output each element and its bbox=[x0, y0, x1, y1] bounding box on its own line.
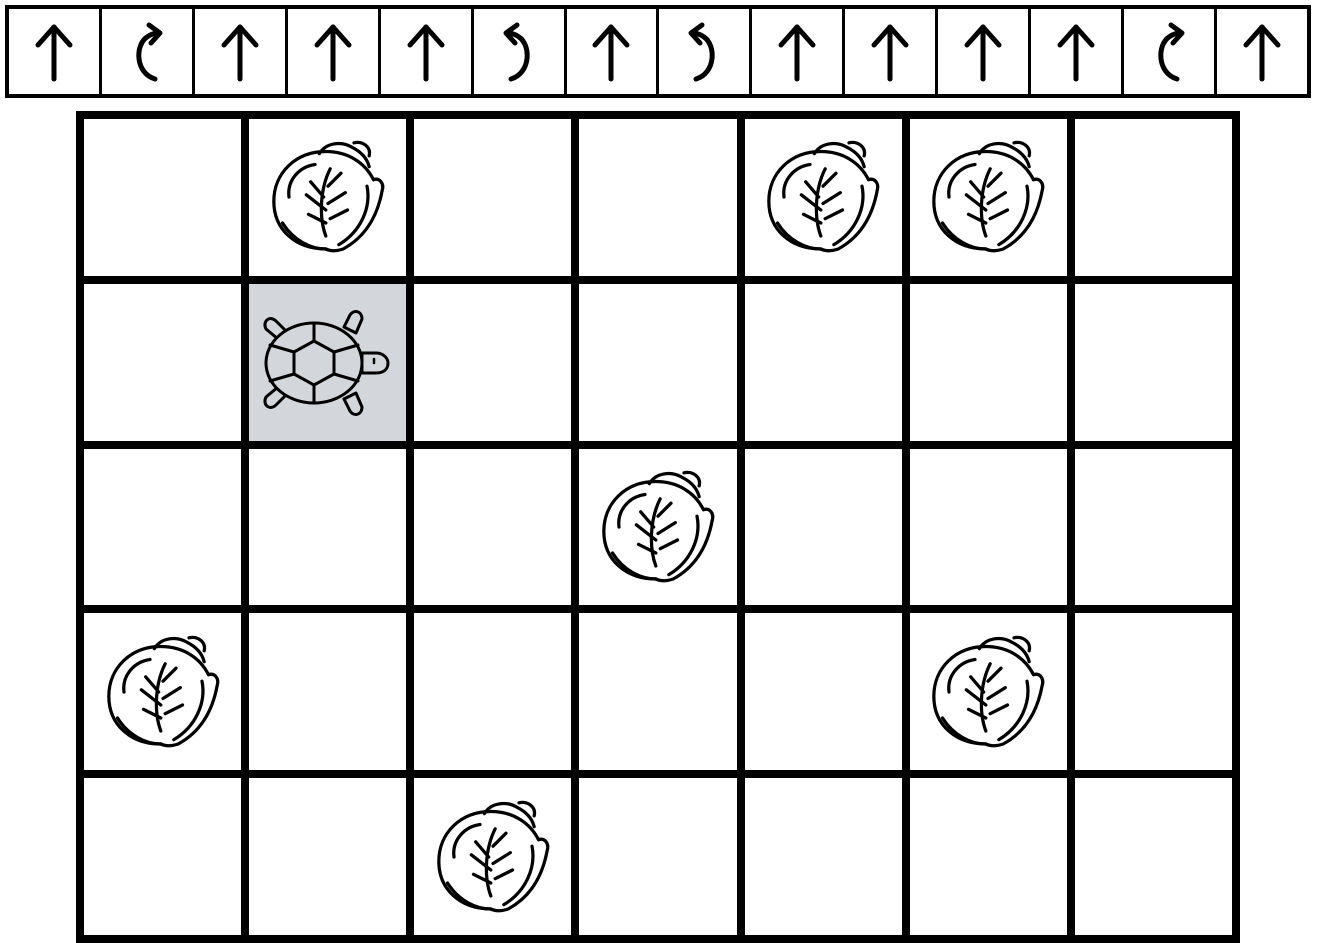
command-slot-12[interactable] bbox=[1031, 9, 1124, 94]
board-cell-r0-c5[interactable] bbox=[910, 119, 1067, 276]
cabbage-icon bbox=[593, 462, 723, 592]
board-cell-r3-c3[interactable] bbox=[579, 613, 736, 770]
board-cell-r2-c4[interactable] bbox=[745, 449, 902, 606]
arrow-up-icon bbox=[581, 17, 641, 87]
command-slot-9[interactable] bbox=[752, 9, 845, 94]
command-slot-11[interactable] bbox=[938, 9, 1031, 94]
board-cell-r1-c6[interactable] bbox=[1075, 284, 1232, 441]
arrow-up-icon bbox=[767, 17, 827, 87]
board-cell-r4-c1[interactable] bbox=[249, 778, 406, 935]
command-sequence-bar bbox=[5, 5, 1311, 98]
cabbage-icon bbox=[428, 792, 558, 922]
command-slot-8[interactable] bbox=[659, 9, 752, 94]
board-cell-r3-c4[interactable] bbox=[745, 613, 902, 770]
board-cell-r3-c1[interactable] bbox=[249, 613, 406, 770]
cabbage-icon bbox=[98, 627, 228, 757]
command-slot-13[interactable] bbox=[1124, 9, 1217, 94]
board-cell-r2-c3[interactable] bbox=[579, 449, 736, 606]
game-board bbox=[76, 111, 1240, 943]
arrow-up-icon bbox=[860, 17, 920, 87]
board-cell-r2-c2[interactable] bbox=[414, 449, 571, 606]
arrow-up-icon bbox=[396, 17, 456, 87]
command-slot-7[interactable] bbox=[567, 9, 660, 94]
command-slot-5[interactable] bbox=[381, 9, 474, 94]
board-cell-r4-c5[interactable] bbox=[910, 778, 1067, 935]
arrow-up-icon bbox=[1046, 17, 1106, 87]
turn-right-arrow-icon bbox=[117, 17, 177, 87]
board-cell-r0-c6[interactable] bbox=[1075, 119, 1232, 276]
board-cell-r2-c0[interactable] bbox=[84, 449, 241, 606]
board-cell-r0-c0[interactable] bbox=[84, 119, 241, 276]
turtle-icon bbox=[258, 307, 398, 417]
board-cell-r2-c5[interactable] bbox=[910, 449, 1067, 606]
board-cell-r0-c3[interactable] bbox=[579, 119, 736, 276]
board-cell-r4-c2[interactable] bbox=[414, 778, 571, 935]
cabbage-icon bbox=[923, 627, 1053, 757]
board-cell-r4-c4[interactable] bbox=[745, 778, 902, 935]
board-cell-r1-c3[interactable] bbox=[579, 284, 736, 441]
cabbage-icon bbox=[923, 132, 1053, 262]
arrow-up-icon bbox=[210, 17, 270, 87]
board-cell-r4-c6[interactable] bbox=[1075, 778, 1232, 935]
command-slot-4[interactable] bbox=[288, 9, 381, 94]
board-cell-r1-c1[interactable] bbox=[249, 284, 406, 441]
turn-left-arrow-icon bbox=[489, 17, 549, 87]
command-slot-1[interactable] bbox=[9, 9, 102, 94]
board-cell-r2-c6[interactable] bbox=[1075, 449, 1232, 606]
board-cell-r3-c0[interactable] bbox=[84, 613, 241, 770]
turn-right-arrow-icon bbox=[1139, 17, 1199, 87]
command-slot-10[interactable] bbox=[845, 9, 938, 94]
command-slot-14[interactable] bbox=[1217, 9, 1307, 94]
board-cell-r1-c5[interactable] bbox=[910, 284, 1067, 441]
board-cell-r1-c2[interactable] bbox=[414, 284, 571, 441]
board-cell-r3-c6[interactable] bbox=[1075, 613, 1232, 770]
cabbage-icon bbox=[263, 132, 393, 262]
arrow-up-icon bbox=[303, 17, 363, 87]
board-cell-r3-c2[interactable] bbox=[414, 613, 571, 770]
arrow-up-icon bbox=[24, 17, 84, 87]
cabbage-icon bbox=[758, 132, 888, 262]
arrow-up-icon bbox=[953, 17, 1013, 87]
board-cell-r0-c4[interactable] bbox=[745, 119, 902, 276]
turn-left-arrow-icon bbox=[674, 17, 734, 87]
board-cell-r1-c0[interactable] bbox=[84, 284, 241, 441]
board-cell-r3-c5[interactable] bbox=[910, 613, 1067, 770]
board-cell-r4-c0[interactable] bbox=[84, 778, 241, 935]
command-slot-3[interactable] bbox=[195, 9, 288, 94]
command-slot-2[interactable] bbox=[102, 9, 195, 94]
board-cell-r2-c1[interactable] bbox=[249, 449, 406, 606]
board-cell-r0-c2[interactable] bbox=[414, 119, 571, 276]
board-cell-r0-c1[interactable] bbox=[249, 119, 406, 276]
command-slot-6[interactable] bbox=[474, 9, 567, 94]
board-cell-r4-c3[interactable] bbox=[579, 778, 736, 935]
board-cell-r1-c4[interactable] bbox=[745, 284, 902, 441]
arrow-up-icon bbox=[1232, 17, 1292, 87]
